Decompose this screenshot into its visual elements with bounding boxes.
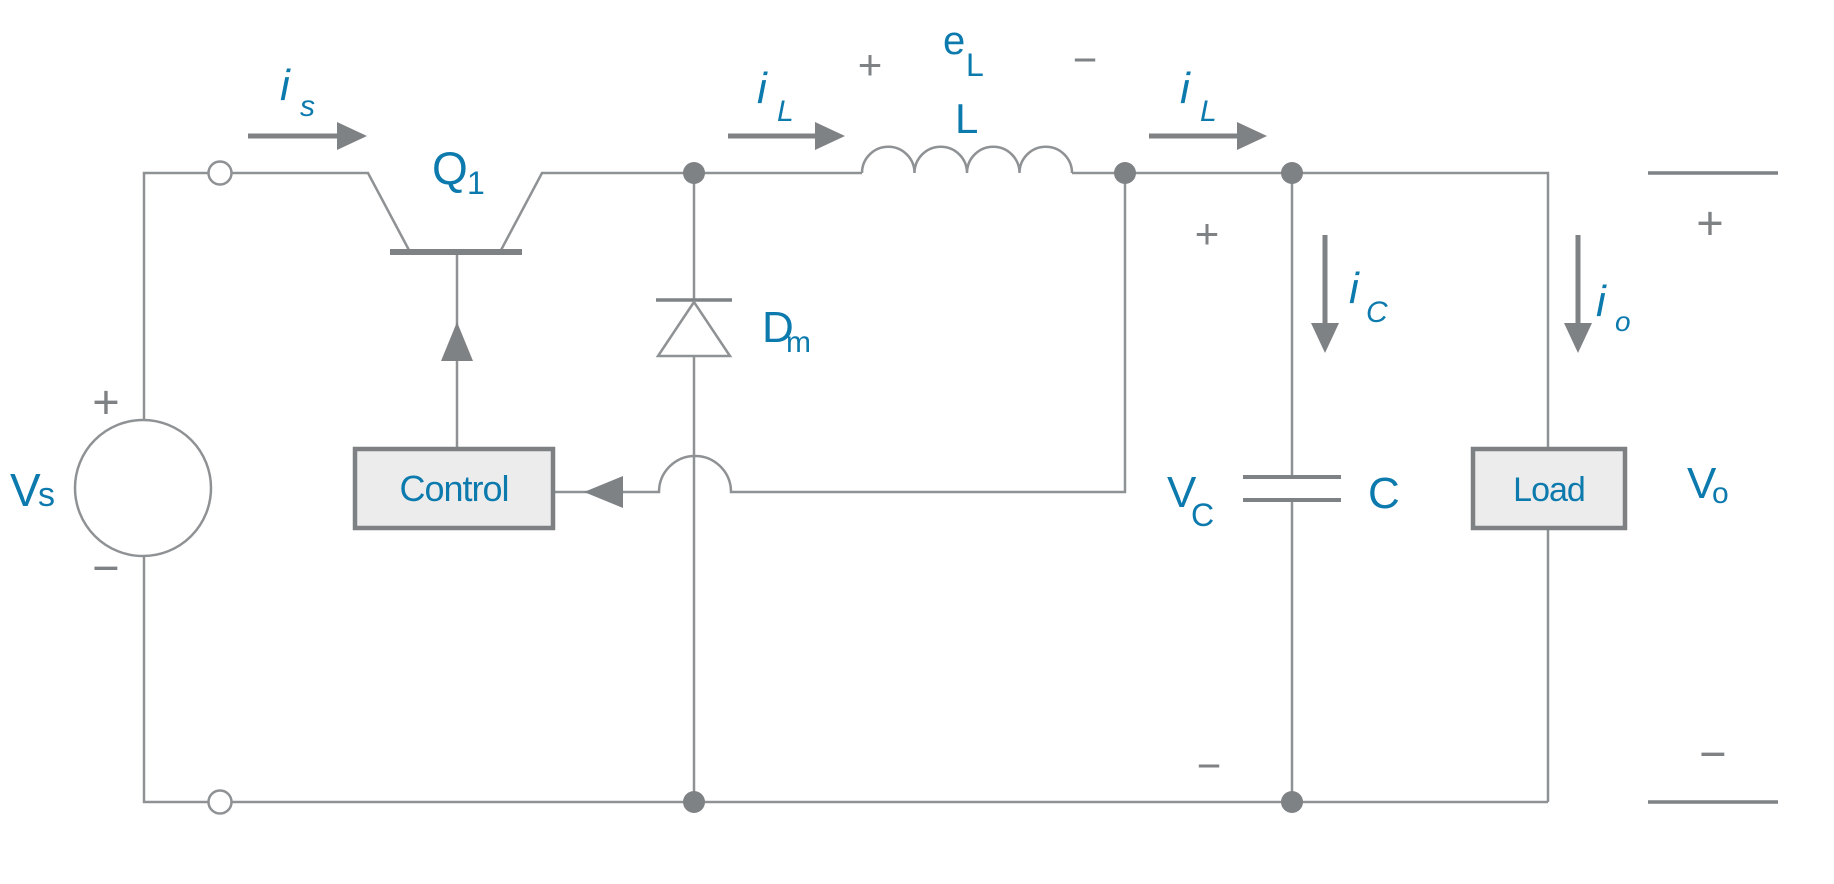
load-box-label: Load (1513, 471, 1585, 509)
source-voltage-subscript: s (38, 476, 54, 514)
source-current-subscript: s (300, 90, 315, 123)
input-terminal-top (207, 160, 233, 186)
wire-source-bottom (142, 556, 208, 804)
source-plus-sign: + (92, 375, 119, 428)
junction-diode-bottom (683, 791, 705, 813)
diode-triangle (655, 299, 733, 358)
capacitor-current-subscript: C (1366, 296, 1388, 329)
feedback-arrowhead-icon (584, 476, 623, 508)
output-current-label: i (1596, 277, 1607, 326)
inductor-current-left-subscript: L (777, 95, 794, 128)
inductor-emf-label: e (943, 19, 965, 63)
capacitor-voltage-label: V (1167, 468, 1197, 517)
source-minus-sign: − (92, 541, 119, 594)
source-voltage-label: V (10, 464, 41, 516)
control-box (352, 446, 556, 531)
inductor-current-right-subscript: L (1200, 95, 1217, 128)
capacitor-label: C (1368, 469, 1400, 518)
inductor-emf-subscript: L (966, 47, 984, 83)
wire-inductor-to-load (1072, 171, 1550, 449)
capacitor-voltage-subscript: C (1191, 497, 1214, 533)
inductor-emf-minus-sign: − (1073, 36, 1098, 83)
wire-top-to-transistor (232, 171, 412, 253)
junction-dots (683, 162, 1303, 813)
junction-feedback-tap (1114, 162, 1136, 184)
output-voltage-label: V (1687, 459, 1717, 508)
capacitor-current-arrowhead-icon (1311, 323, 1339, 353)
output-current-subscript: o (1615, 306, 1631, 337)
output-current-arrowhead-icon (1564, 323, 1592, 353)
inductor-label: L (955, 95, 978, 142)
wire-feedback (554, 173, 1127, 494)
capacitor-minus-sign: − (1197, 742, 1222, 789)
output-minus-sign: − (1699, 727, 1726, 780)
junction-diode-top (683, 162, 705, 184)
transistor-subscript: 1 (467, 165, 485, 201)
wire-source-top (142, 171, 208, 420)
input-terminal-bottom (207, 789, 233, 815)
voltage-source-symbol (73, 418, 213, 558)
load-box (1470, 446, 1628, 531)
inductor-current-right-label: i (1180, 64, 1191, 113)
transistor-label: Q (432, 142, 468, 194)
diode-subscript: m (786, 326, 811, 359)
base-drive-arrowhead-icon (441, 322, 473, 361)
output-voltage-subscript: o (1712, 477, 1729, 510)
current-arrows (248, 122, 1592, 508)
junction-capacitor-top (1281, 162, 1303, 184)
wire-transistor-to-inductor (498, 171, 862, 253)
output-plus-sign: + (1696, 196, 1723, 249)
control-box-label: Control (399, 468, 508, 509)
inductor-current-arrowhead-right-icon (1237, 122, 1267, 150)
source-current-label: i (280, 61, 291, 110)
inductor-current-arrowhead-left-icon (815, 122, 845, 150)
diode-label: D (762, 303, 794, 352)
junction-capacitor-bottom (1281, 791, 1303, 813)
inductor-coil (860, 145, 1074, 174)
source-current-arrowhead-icon (337, 122, 367, 150)
inductor-current-left-label: i (757, 64, 768, 113)
capacitor-current-label: i (1349, 264, 1360, 313)
inductor-emf-plus-sign: + (858, 41, 883, 88)
capacitor-plus-sign: + (1195, 210, 1220, 257)
